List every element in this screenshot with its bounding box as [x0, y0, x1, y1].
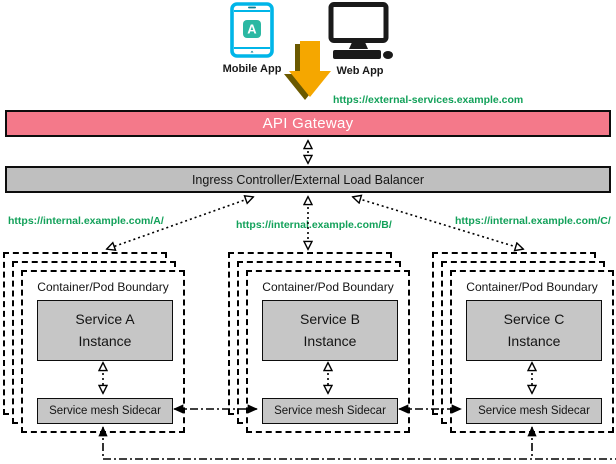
service-a-name: Service A: [75, 310, 135, 327]
service-b-instance-node: Service B Instance: [262, 300, 398, 361]
route-url-b: https://internal.example.com/B/: [236, 219, 392, 231]
service-c-sidecar-node: Service mesh Sidecar: [466, 398, 602, 424]
service-c-instance-label: Instance: [507, 332, 561, 349]
svg-text:A: A: [247, 22, 257, 37]
route-url-a: https://internal.example.com/A/: [8, 215, 164, 227]
pod-a-boundary: Container/Pod Boundary Service A Instanc…: [21, 270, 185, 433]
service-a-instance-label: Instance: [78, 332, 132, 349]
pod-group-b: Container/Pod Boundary Service B Instanc…: [228, 252, 410, 434]
service-a-instance-node: Service A Instance: [37, 300, 173, 361]
pod-c-boundary: Container/Pod Boundary Service C Instanc…: [450, 270, 614, 433]
api-gateway-label: API Gateway: [262, 115, 354, 132]
mobile-app-icon: A: [230, 2, 274, 58]
service-b-name: Service B: [300, 310, 360, 327]
external-services-url: https://external-services.example.com: [333, 94, 524, 106]
route-url-c: https://internal.example.com/C/: [455, 215, 611, 227]
service-b-sidecar-node: Service mesh Sidecar: [262, 398, 398, 424]
mobile-app-label: Mobile App: [222, 63, 282, 75]
service-b-instance-label: Instance: [303, 332, 357, 349]
pod-c-boundary-label: Container/Pod Boundary: [466, 280, 598, 294]
service-a-sidecar-node: Service mesh Sidecar: [37, 398, 173, 424]
service-c-name: Service C: [503, 310, 565, 327]
service-c-instance-node: Service C Instance: [466, 300, 602, 361]
web-app-client: Web App: [324, 2, 396, 77]
pod-b-boundary-label: Container/Pod Boundary: [262, 280, 394, 294]
pod-b-boundary: Container/Pod Boundary Service B Instanc…: [246, 270, 410, 433]
mobile-app-client: A Mobile App: [216, 2, 288, 75]
down-arrow-icon: [284, 41, 331, 100]
pod-group-a: Container/Pod Boundary Service A Instanc…: [3, 252, 185, 434]
ingress-label: Ingress Controller/External Load Balance…: [191, 172, 425, 187]
web-app-label: Web App: [336, 65, 384, 77]
ingress-load-balancer-node: Ingress Controller/External Load Balance…: [5, 166, 611, 193]
pod-a-boundary-label: Container/Pod Boundary: [37, 280, 169, 294]
api-gateway-node: API Gateway: [5, 110, 611, 137]
pod-group-c: Container/Pod Boundary Service C Instanc…: [432, 252, 614, 434]
web-app-icon: [328, 2, 393, 59]
